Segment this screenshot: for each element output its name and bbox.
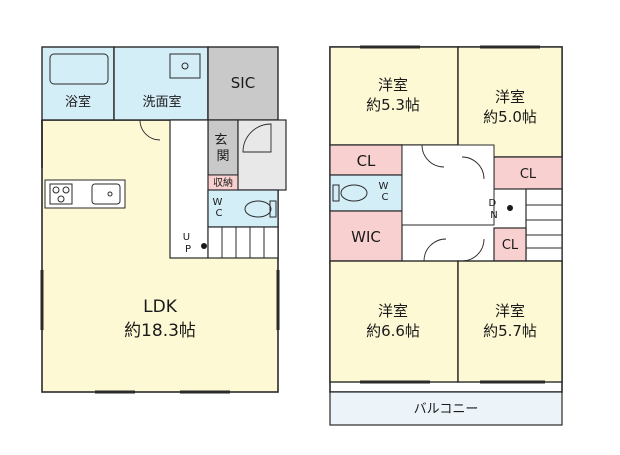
bath-label: 浴室: [65, 94, 91, 110]
stairs-2f: [525, 188, 563, 262]
porch: [237, 119, 287, 191]
up-label: U P: [183, 232, 194, 255]
door-swing-nw: [421, 144, 445, 168]
sink-drain: [107, 191, 113, 197]
sic-room: [207, 46, 279, 121]
closet-left: [329, 144, 403, 176]
room-se-size: 約5.7帖: [483, 322, 537, 340]
room-sw-size: 約6.6帖: [366, 322, 420, 340]
entrance-label-1: 玄: [214, 133, 227, 148]
washbasin-drain: [181, 62, 189, 70]
wic-room: [329, 210, 403, 262]
hall-1f: [169, 119, 209, 259]
storage-label: 収納: [213, 176, 233, 189]
bathtub: [49, 53, 109, 85]
stairs-1f: [207, 226, 279, 259]
stove-burner-1: [52, 186, 60, 194]
entrance-label: 玄 関: [214, 133, 231, 164]
closet-left-label: CL: [357, 152, 376, 170]
up-label-2: P: [185, 244, 191, 255]
closet-right: [493, 156, 563, 190]
closet-small: [493, 227, 527, 262]
wc-label-1f-2: C: [216, 208, 223, 219]
entrance-door-swing: [242, 123, 272, 153]
wc-1f: [207, 189, 279, 228]
wc-label-1f-1: W: [212, 197, 222, 208]
floor-1: 浴室 洗面室 SIC 玄 関 収納 W C U P LDK 約18.3帖: [40, 46, 287, 394]
wc-label-2f-1: W: [378, 181, 388, 192]
door-swing-se: [461, 238, 485, 262]
room-nw-name: 洋室: [378, 76, 408, 94]
room-se: [457, 260, 563, 383]
balcony: [329, 391, 563, 426]
stove-burner-2: [62, 186, 70, 194]
stove: [49, 183, 73, 205]
room-sw-name: 洋室: [378, 302, 408, 320]
closet-small-label: CL: [502, 238, 519, 253]
dn-label-2: N: [490, 210, 497, 221]
room-ne: [457, 46, 563, 158]
windows-2f: [360, 45, 545, 384]
door-swing-sw: [423, 238, 447, 262]
toilet-tank-2f: [332, 184, 340, 202]
ldk-door-swing: [139, 119, 161, 141]
wc-2f: [329, 174, 403, 212]
ldk-name: LDK: [143, 297, 178, 317]
balcony-label: バルコニー: [414, 402, 479, 417]
stair-treads-1f: [221, 227, 265, 258]
wic-label: WIC: [351, 228, 381, 246]
room-ne-size: 約5.0帖: [483, 108, 537, 126]
washroom-label: 洗面室: [142, 94, 181, 110]
dn-label: D N: [489, 198, 500, 221]
room-se-name: 洋室: [495, 302, 525, 320]
dn-label-1: D: [489, 198, 497, 209]
sic-label: SIC: [231, 74, 255, 92]
up-start-dot: [201, 243, 207, 249]
wc-label-2f-2: C: [382, 192, 389, 203]
windows-1f: [40, 270, 280, 394]
stair-treads-2f: [526, 204, 562, 249]
dn-start-dot: [507, 205, 513, 211]
hall-2f: [401, 144, 495, 226]
washbasin: [169, 53, 201, 79]
up-label-1: U: [183, 232, 190, 243]
room-ne-name: 洋室: [495, 88, 525, 106]
stove-burner-3: [57, 195, 65, 203]
toilet-tank-1f: [269, 200, 277, 218]
kitchen-sink: [91, 183, 121, 205]
toilet-1f: [244, 200, 272, 218]
washroom: [113, 46, 209, 121]
door-swing-ne: [461, 156, 485, 180]
room-nw-size: 約5.3帖: [366, 96, 420, 114]
floor-2: 洋室 約5.3帖 洋室 約5.0帖 CL CL W C D N CL WIC 洋…: [329, 45, 563, 426]
wc-label-2f: W C: [378, 181, 391, 203]
wc-label-1f: W C: [212, 197, 225, 219]
toilet-2f: [340, 184, 368, 202]
closet-right-label: CL: [520, 167, 537, 182]
entrance-label-2: 関: [216, 149, 229, 164]
ldk-size: 約18.3帖: [124, 321, 196, 341]
